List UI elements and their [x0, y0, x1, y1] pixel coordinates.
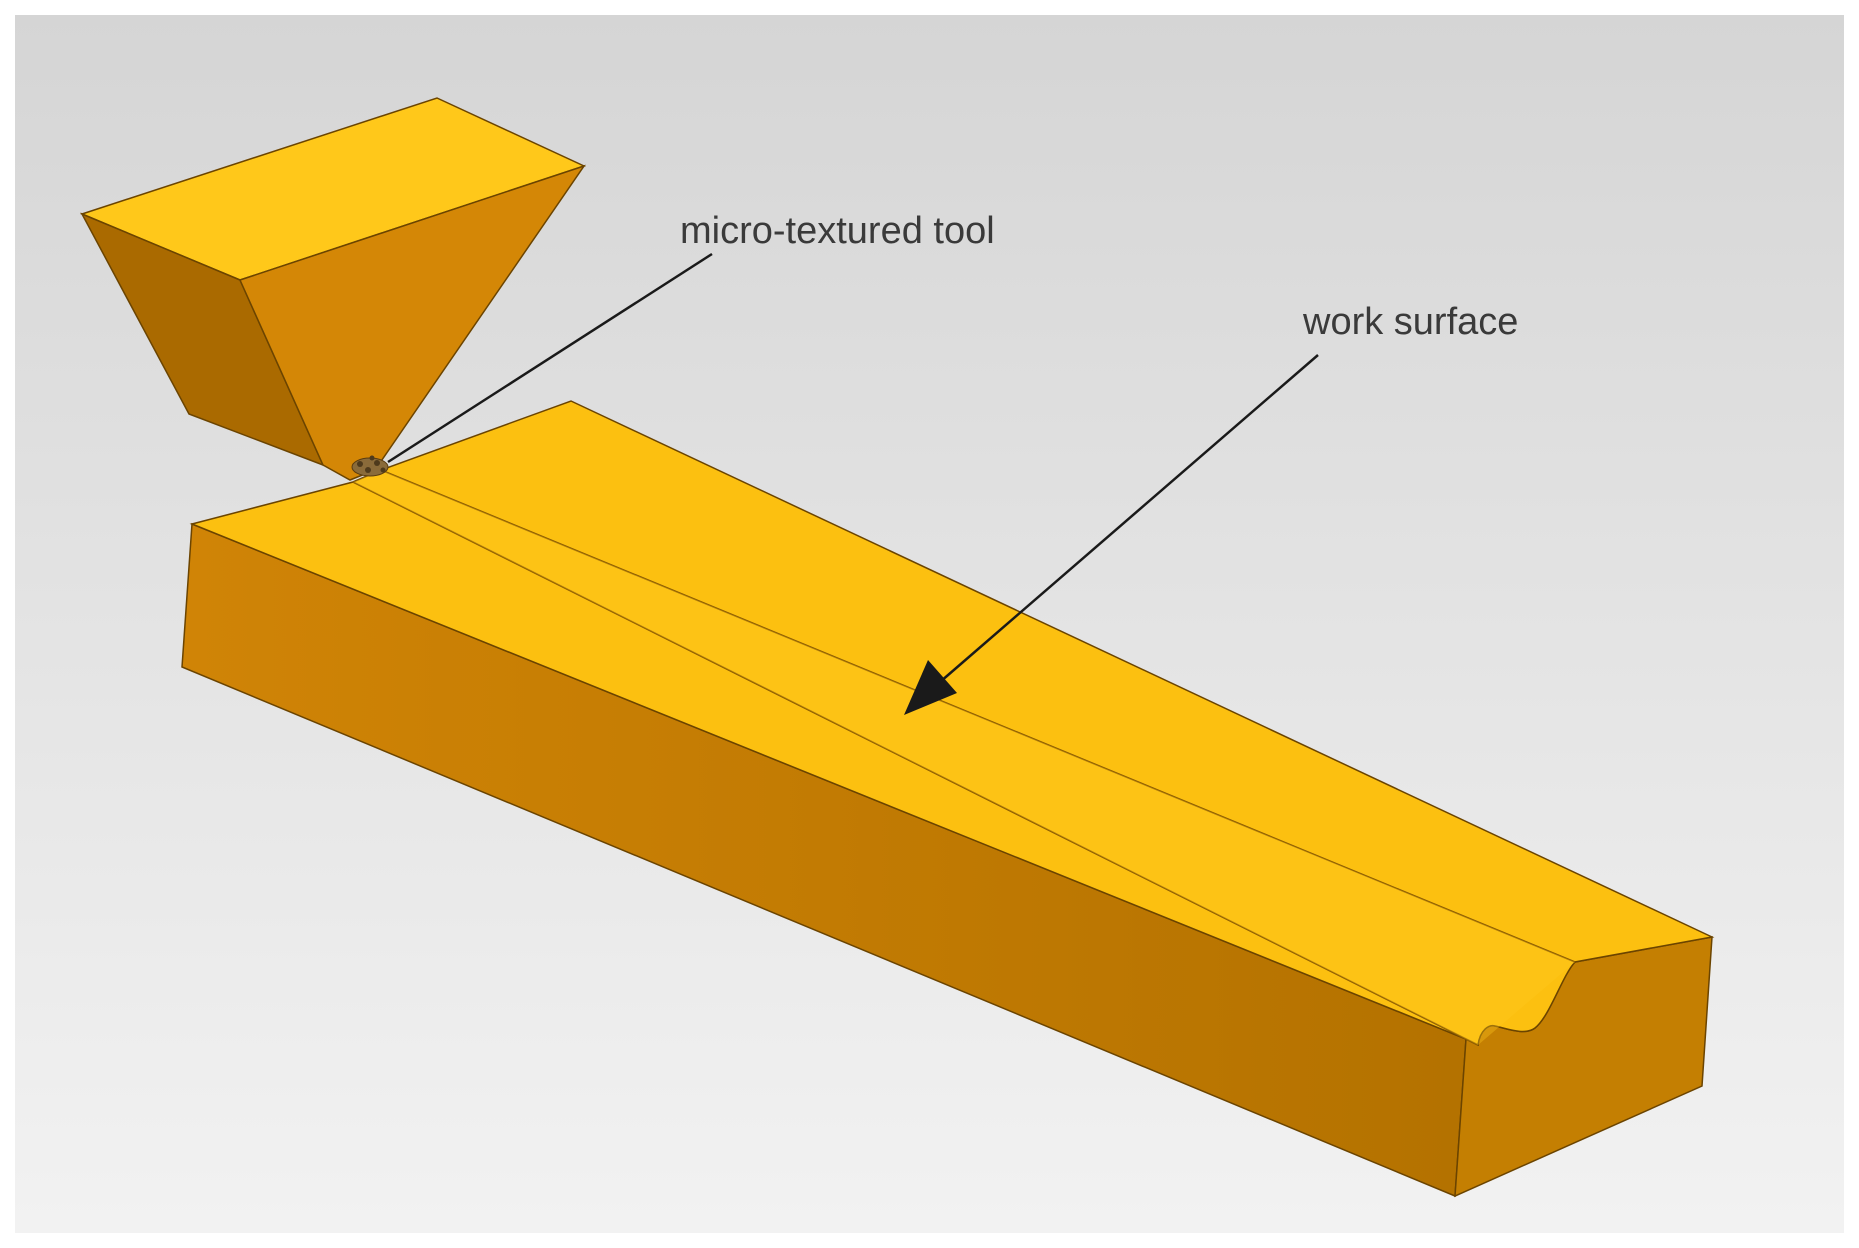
cutting-tool [79, 97, 587, 481]
groove-edge-line-outer [380, 469, 1576, 963]
tool-leader-line [387, 252, 713, 464]
groove-shading [353, 470, 1575, 1045]
tool-callout: micro-textured tool [387, 210, 995, 464]
workpiece [181, 400, 1715, 1198]
work-surface-callout-label: work surface [1302, 301, 1518, 343]
tool-callout-label: micro-textured tool [680, 210, 995, 252]
work-surface-callout: work surface [904, 301, 1518, 715]
workpiece-top-surface [189, 400, 1715, 1047]
micro-texture-patch [351, 455, 389, 477]
work-leader-line [939, 354, 1319, 683]
groove-edge-line-inner [352, 481, 1479, 1046]
arrowhead-icon [904, 660, 957, 715]
